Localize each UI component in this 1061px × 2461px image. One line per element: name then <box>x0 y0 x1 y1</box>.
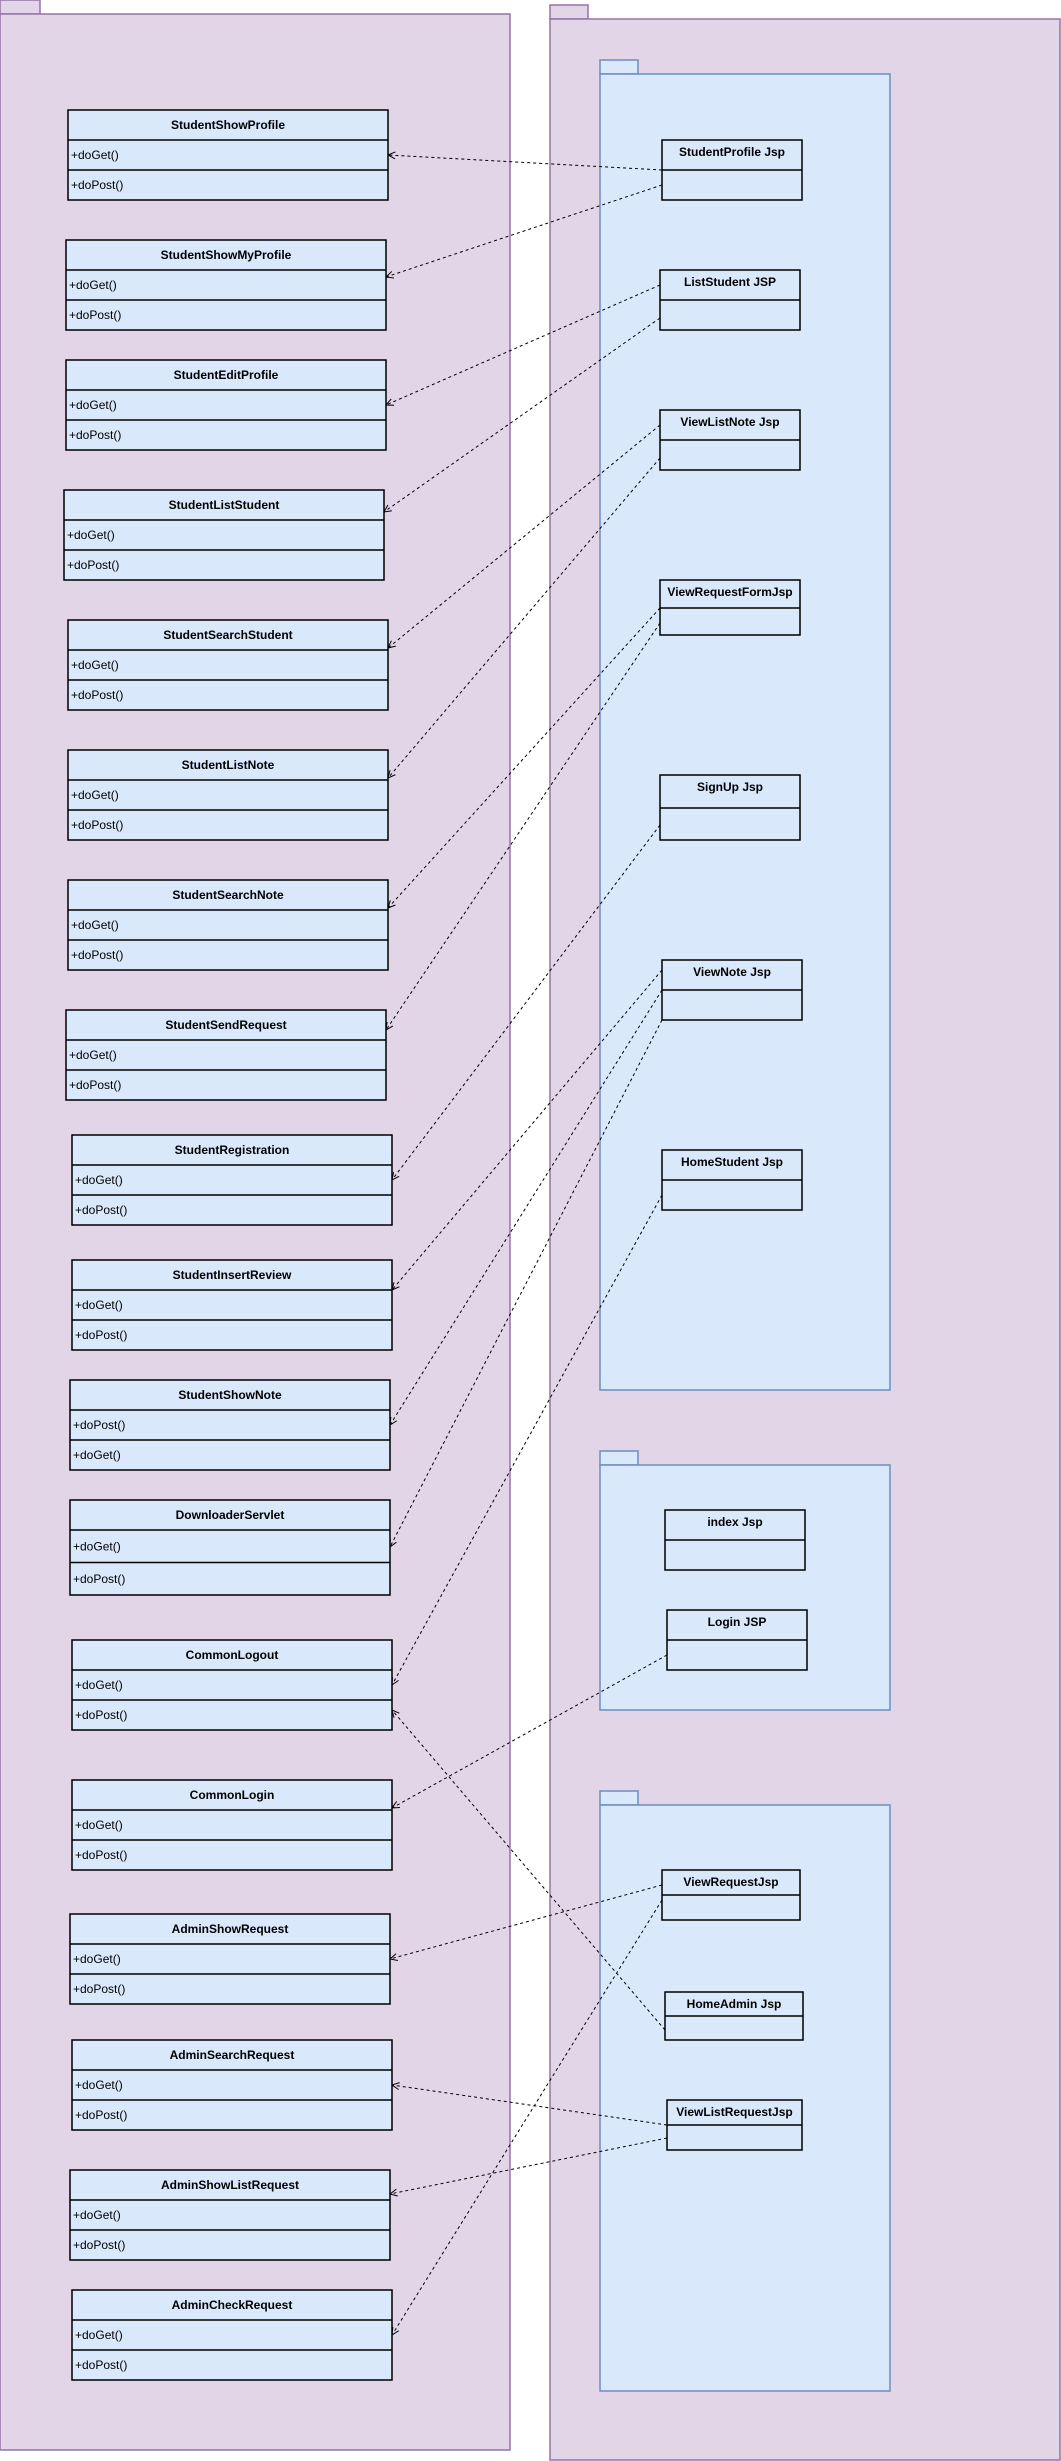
operation: +doPost() <box>73 1418 125 1432</box>
operation: +doPost() <box>75 2108 127 2122</box>
class-name: ListStudent JSP <box>684 275 776 289</box>
operation: +doPost() <box>67 558 119 572</box>
controller-class-studentshownote[interactable]: StudentShowNote +doPost() +doGet() <box>69 1379 391 1471</box>
class-name: CommonLogout <box>186 1648 279 1662</box>
class-name: StudentShowProfile <box>171 118 285 132</box>
operation: +doPost() <box>71 818 123 832</box>
operation: +doPost() <box>71 178 123 192</box>
common-subpackage <box>599 1450 891 1711</box>
controller-class-studentsearchstudent[interactable]: StudentSearchStudent +doGet() +doPost() <box>67 619 389 711</box>
class-name: AdminCheckRequest <box>172 2298 293 2312</box>
class-name: ViewListRequestJsp <box>676 2105 792 2119</box>
operation: +doPost() <box>71 948 123 962</box>
view-class-viewlistrequestjsp[interactable]: ViewListRequestJsp <box>666 2099 803 2151</box>
controller-class-admincheckrequest[interactable]: AdminCheckRequest +doGet() +doPost() <box>71 2289 393 2381</box>
operation: +doPost() <box>73 2238 125 2252</box>
class-name: StudentEditProfile <box>174 368 279 382</box>
operation: +doGet() <box>75 2078 123 2092</box>
class-name: SignUp Jsp <box>697 780 763 794</box>
controller-class-studentshowprofile[interactable]: StudentShowProfile +doGet() +doPost() <box>67 109 389 201</box>
operation: +doPost() <box>73 1572 125 1586</box>
operation: +doPost() <box>71 688 123 702</box>
operation: +doGet() <box>75 1173 123 1187</box>
class-name: StudentSearchNote <box>172 888 284 902</box>
class-name: AdminSearchRequest <box>170 2048 295 2062</box>
operation: +doPost() <box>75 1848 127 1862</box>
operation: +doPost() <box>75 1708 127 1722</box>
operation: +doGet() <box>71 918 119 932</box>
operation: +doGet() <box>71 658 119 672</box>
view-class-signup-jsp[interactable]: SignUp Jsp <box>659 774 801 841</box>
controller-class-studentregistration[interactable]: StudentRegistration +doGet() +doPost() <box>71 1134 393 1226</box>
operation: +doGet() <box>73 1448 121 1462</box>
class-name: HomeAdmin Jsp <box>687 1997 782 2011</box>
class-name: StudentListStudent <box>169 498 280 512</box>
class-name: StudentListNote <box>182 758 275 772</box>
operation: +doGet() <box>75 1298 123 1312</box>
class-name: AdminShowRequest <box>172 1922 289 1936</box>
controller-class-adminshowrequest[interactable]: AdminShowRequest +doGet() +doPost() <box>69 1913 391 2005</box>
operation: +doPost() <box>75 1328 127 1342</box>
operation: +doPost() <box>75 1203 127 1217</box>
class-name: ViewNote Jsp <box>693 965 771 979</box>
operation: +doGet() <box>69 398 117 412</box>
view-class-viewlistnote-jsp[interactable]: ViewListNote Jsp <box>659 409 801 471</box>
class-name: StudentProfile Jsp <box>679 145 785 159</box>
controller-class-studentlistnote[interactable]: StudentListNote +doGet() +doPost() <box>67 749 389 841</box>
class-name: StudentSearchStudent <box>163 628 292 642</box>
operation: +doGet() <box>73 1539 121 1553</box>
operation: +doGet() <box>67 528 115 542</box>
view-class-liststudent-jsp[interactable]: ListStudent JSP <box>659 269 801 331</box>
operation: +doPost() <box>69 1078 121 1092</box>
controller-class-adminshowlistrequest[interactable]: AdminShowListRequest +doGet() +doPost() <box>69 2169 391 2261</box>
class-name: StudentShowMyProfile <box>161 248 292 262</box>
controller-class-downloaderservlet[interactable]: DownloaderServlet +doGet() +doPost() <box>69 1499 391 1596</box>
class-name: Login JSP <box>708 1615 767 1629</box>
controller-class-studentsearchnote[interactable]: StudentSearchNote +doGet() +doPost() <box>67 879 389 971</box>
view-class-homestudent-jsp[interactable]: HomeStudent Jsp <box>661 1149 803 1211</box>
operation: +doPost() <box>69 428 121 442</box>
operation: +doGet() <box>75 1678 123 1692</box>
class-name: DownloaderServlet <box>176 1508 285 1522</box>
class-name: StudentShowNote <box>178 1388 282 1402</box>
class-name: AdminShowListRequest <box>161 2178 299 2192</box>
class-name: StudentRegistration <box>175 1143 290 1157</box>
view-class-index-jsp[interactable]: index Jsp <box>664 1509 806 1571</box>
view-class-viewrequestformjsp[interactable]: ViewRequestFormJsp <box>659 579 801 636</box>
operation: +doGet() <box>69 278 117 292</box>
view-class-homeadmin-jsp[interactable]: HomeAdmin Jsp <box>664 1991 804 2041</box>
controller-class-studentinsertreview[interactable]: StudentInsertReview +doGet() +doPost() <box>71 1259 393 1351</box>
operation: +doGet() <box>75 1818 123 1832</box>
class-name: ViewRequestJsp <box>683 1875 778 1889</box>
controller-class-studentshowmyprofile[interactable]: StudentShowMyProfile +doGet() +doPost() <box>65 239 387 331</box>
class-name: ViewListNote Jsp <box>680 415 779 429</box>
view-class-login-jsp[interactable]: Login JSP <box>666 1609 808 1671</box>
operation: +doGet() <box>73 2208 121 2222</box>
operation: +doGet() <box>71 788 119 802</box>
operation: +doGet() <box>75 2328 123 2342</box>
view-class-studentprofile-jsp[interactable]: StudentProfile Jsp <box>661 139 803 201</box>
operation: +doPost() <box>75 2358 127 2372</box>
class-name: index Jsp <box>707 1515 762 1529</box>
controller-class-adminsearchrequest[interactable]: AdminSearchRequest +doGet() +doPost() <box>71 2039 393 2131</box>
class-name: StudentInsertReview <box>173 1268 292 1282</box>
operation: +doPost() <box>69 308 121 322</box>
class-name: CommonLogin <box>190 1788 275 1802</box>
controller-class-studentliststudent[interactable]: StudentListStudent +doGet() +doPost() <box>63 489 385 581</box>
operation: +doGet() <box>71 148 119 162</box>
operation: +doGet() <box>73 1952 121 1966</box>
controller-class-commonlogout[interactable]: CommonLogout +doGet() +doPost() <box>71 1639 393 1731</box>
operation: +doGet() <box>69 1048 117 1062</box>
view-class-viewnote-jsp[interactable]: ViewNote Jsp <box>661 959 803 1021</box>
class-name: HomeStudent Jsp <box>681 1155 783 1169</box>
controller-class-commonlogin[interactable]: CommonLogin +doGet() +doPost() <box>71 1779 393 1871</box>
operation: +doPost() <box>73 1982 125 1996</box>
view-class-viewrequestjsp[interactable]: ViewRequestJsp <box>661 1869 801 1921</box>
class-name: StudentSendRequest <box>165 1018 286 1032</box>
controller-class-studentsendrequest[interactable]: StudentSendRequest +doGet() +doPost() <box>65 1009 387 1101</box>
controller-class-studenteditprofile[interactable]: StudentEditProfile +doGet() +doPost() <box>65 359 387 451</box>
class-name: ViewRequestFormJsp <box>667 585 792 599</box>
